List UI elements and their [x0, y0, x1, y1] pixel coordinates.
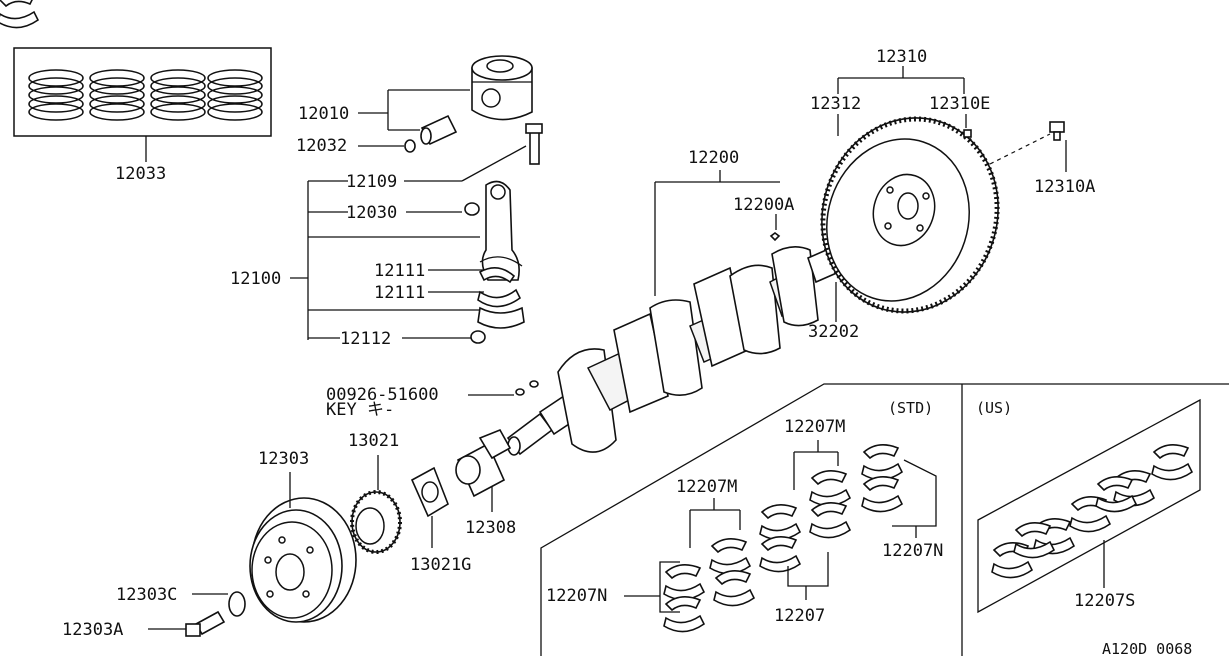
callout-12207N-right: 12207N	[882, 541, 943, 561]
main-bearing-half[interactable]	[759, 503, 801, 541]
main-bearing-half[interactable]	[663, 595, 705, 633]
con-rod-nut[interactable]	[470, 330, 486, 344]
con-rod-cap[interactable]	[477, 306, 525, 329]
flywheel[interactable]	[797, 95, 1023, 335]
main-bearing-half[interactable]	[861, 475, 903, 513]
callout-12100: 12100	[230, 269, 281, 289]
callout-12207N-left: 12207N	[546, 586, 607, 606]
callout-12111-lower: 12111	[374, 283, 425, 303]
callout-12200: 12200	[688, 148, 739, 168]
callout-12200A: 12200A	[733, 195, 794, 215]
callout-12010: 12010	[298, 104, 349, 124]
small-end-bushing[interactable]	[464, 202, 480, 216]
pulley-washer[interactable]	[228, 591, 246, 617]
callout-12030: 12030	[346, 203, 397, 223]
main-bearing-half[interactable]	[809, 501, 851, 539]
callout-12207: 12207	[774, 606, 825, 626]
callout-key: KEY キ-	[326, 400, 394, 420]
con-rod-bearing-upper[interactable]	[478, 267, 516, 284]
flywheel-dowel[interactable]	[963, 129, 972, 138]
callout-12303: 12303	[258, 449, 309, 469]
main-bearing-half[interactable]	[663, 563, 705, 601]
callout-12111-upper: 12111	[374, 261, 425, 281]
main-bearing-half[interactable]	[709, 537, 751, 575]
callout-12112: 12112	[340, 329, 391, 349]
main-bearing-half[interactable]	[0, 0, 40, 29]
callout-12207M-right: 12207M	[784, 417, 845, 437]
callout-12312: 12312	[810, 94, 861, 114]
crankshaft-sprocket-13021[interactable]	[350, 490, 402, 554]
con-rod-bearing-lower[interactable]	[477, 288, 522, 308]
woodruff-key[interactable]	[515, 388, 525, 396]
section-std-label: (STD)	[888, 399, 933, 417]
main-bearing-half[interactable]	[809, 469, 851, 507]
piston-pin[interactable]	[420, 114, 458, 146]
callout-13021G: 13021G	[410, 555, 471, 575]
callout-12032: 12032	[296, 136, 347, 156]
piston-pin-clip[interactable]	[404, 139, 416, 153]
pulley-bolt[interactable]	[185, 610, 226, 637]
callout-00926-51600: 00926-51600	[326, 385, 439, 405]
callout-12033: 12033	[115, 164, 166, 184]
flywheel-bolt[interactable]	[1049, 121, 1065, 141]
piston[interactable]	[471, 55, 533, 121]
connecting-rod[interactable]	[479, 180, 523, 281]
main-bearing-half[interactable]	[759, 535, 801, 573]
crankshaft-spacer-12308[interactable]	[455, 428, 512, 498]
callout-12310A: 12310A	[1034, 177, 1095, 197]
main-bearing-half[interactable]	[713, 569, 755, 607]
crankshaft[interactable]	[506, 242, 850, 456]
main-bearing-half[interactable]	[861, 443, 903, 481]
callout-12310: 12310	[876, 47, 927, 67]
figure-id: A120D 0068	[1102, 640, 1192, 658]
callout-12207M-left: 12207M	[676, 477, 737, 497]
callout-12207S: 12207S	[1074, 591, 1135, 611]
callout-12310E: 12310E	[929, 94, 990, 114]
ring-stack-icon	[28, 69, 84, 121]
section-us-label: (US)	[976, 399, 1012, 417]
undersize-bearing-half[interactable]	[1013, 521, 1055, 559]
woodruff-key[interactable]	[529, 380, 539, 388]
callout-12303C: 12303C	[116, 585, 177, 605]
us-bearing-set-frame	[977, 398, 1201, 614]
crankshaft-dowel-12200A[interactable]	[769, 232, 781, 242]
callout-12303A: 12303A	[62, 620, 123, 640]
undersize-bearing-half[interactable]	[1151, 443, 1193, 481]
callout-32202: 32202	[808, 322, 859, 342]
connecting-rod-bolt[interactable]	[525, 123, 543, 165]
crankshaft-plate-13021G[interactable]	[410, 466, 449, 518]
callout-12308: 12308	[465, 518, 516, 538]
crankshaft-pulley[interactable]	[249, 497, 357, 623]
piston-ring-set[interactable]	[13, 47, 272, 137]
callout-12109: 12109	[346, 172, 397, 192]
callout-13021: 13021	[348, 431, 399, 451]
